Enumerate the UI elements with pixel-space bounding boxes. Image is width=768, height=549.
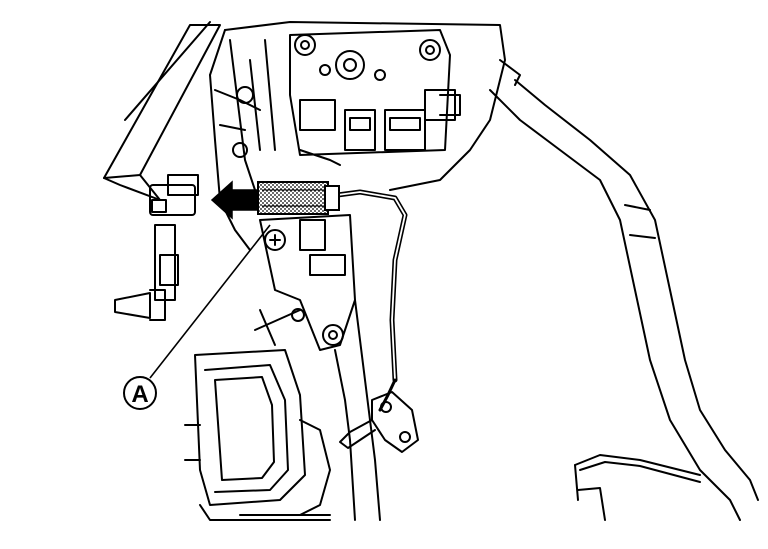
callout-a-leader: [149, 224, 271, 379]
left-bracket: [114, 224, 179, 321]
left-clip: [149, 174, 199, 216]
callout-a-marker: A: [123, 376, 157, 410]
callout-a-label: A: [131, 381, 148, 408]
right-duct: [489, 59, 759, 521]
lower-linkage: [259, 214, 381, 521]
lower-vent-housing: [184, 309, 331, 521]
disconnect-arrow: [210, 180, 259, 220]
left-trim-panel: [103, 21, 221, 201]
ground-terminal: [339, 391, 419, 453]
wiring-harness: [327, 189, 408, 412]
harness-connector: [257, 181, 340, 215]
main-frame: [209, 21, 506, 251]
actuator-motor: [289, 29, 461, 166]
